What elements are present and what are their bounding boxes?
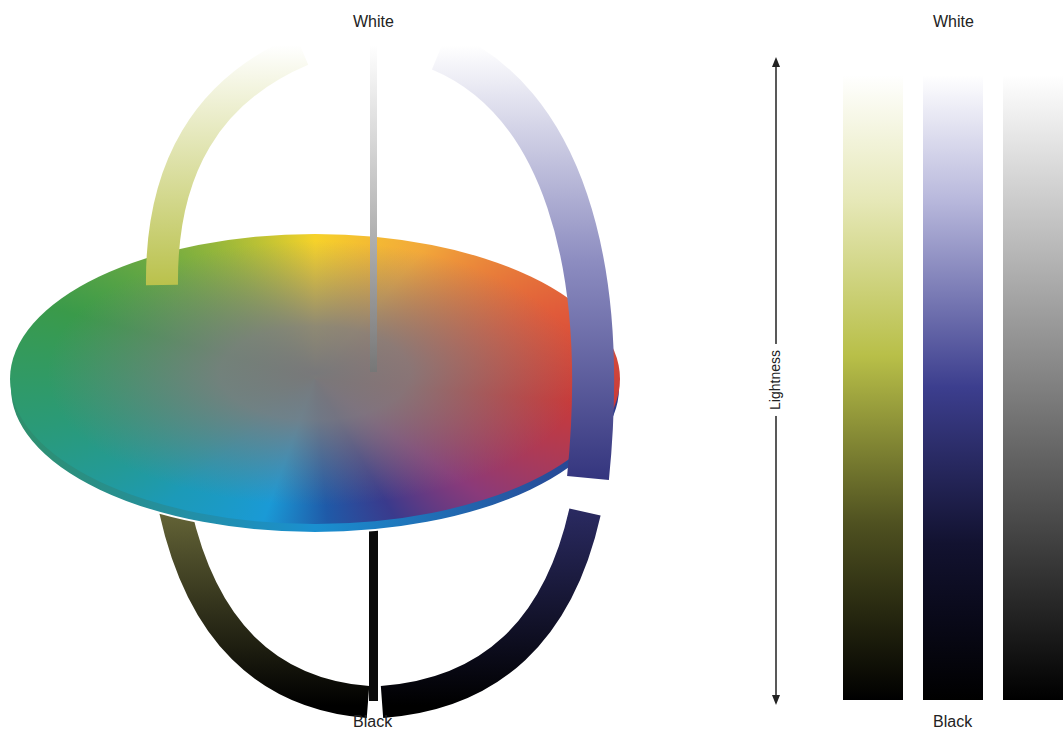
lower-right-band [382,512,585,702]
yellow-lightness-bar [843,75,903,700]
blue-lightness-bar [923,75,983,700]
axis-label: Black [353,713,392,731]
hue-disc [10,234,620,524]
lower-left-band [175,510,368,702]
upper-left-band [162,50,302,285]
grey-lightness-bar [1003,75,1063,700]
axis-title: Lightness [766,344,785,416]
axis-label: Black [933,713,972,731]
axis-label: White [353,13,394,31]
lower-axis [369,525,378,701]
upper-axis [370,45,377,372]
axis-label: White [933,13,974,31]
upper-right-band [440,50,593,478]
